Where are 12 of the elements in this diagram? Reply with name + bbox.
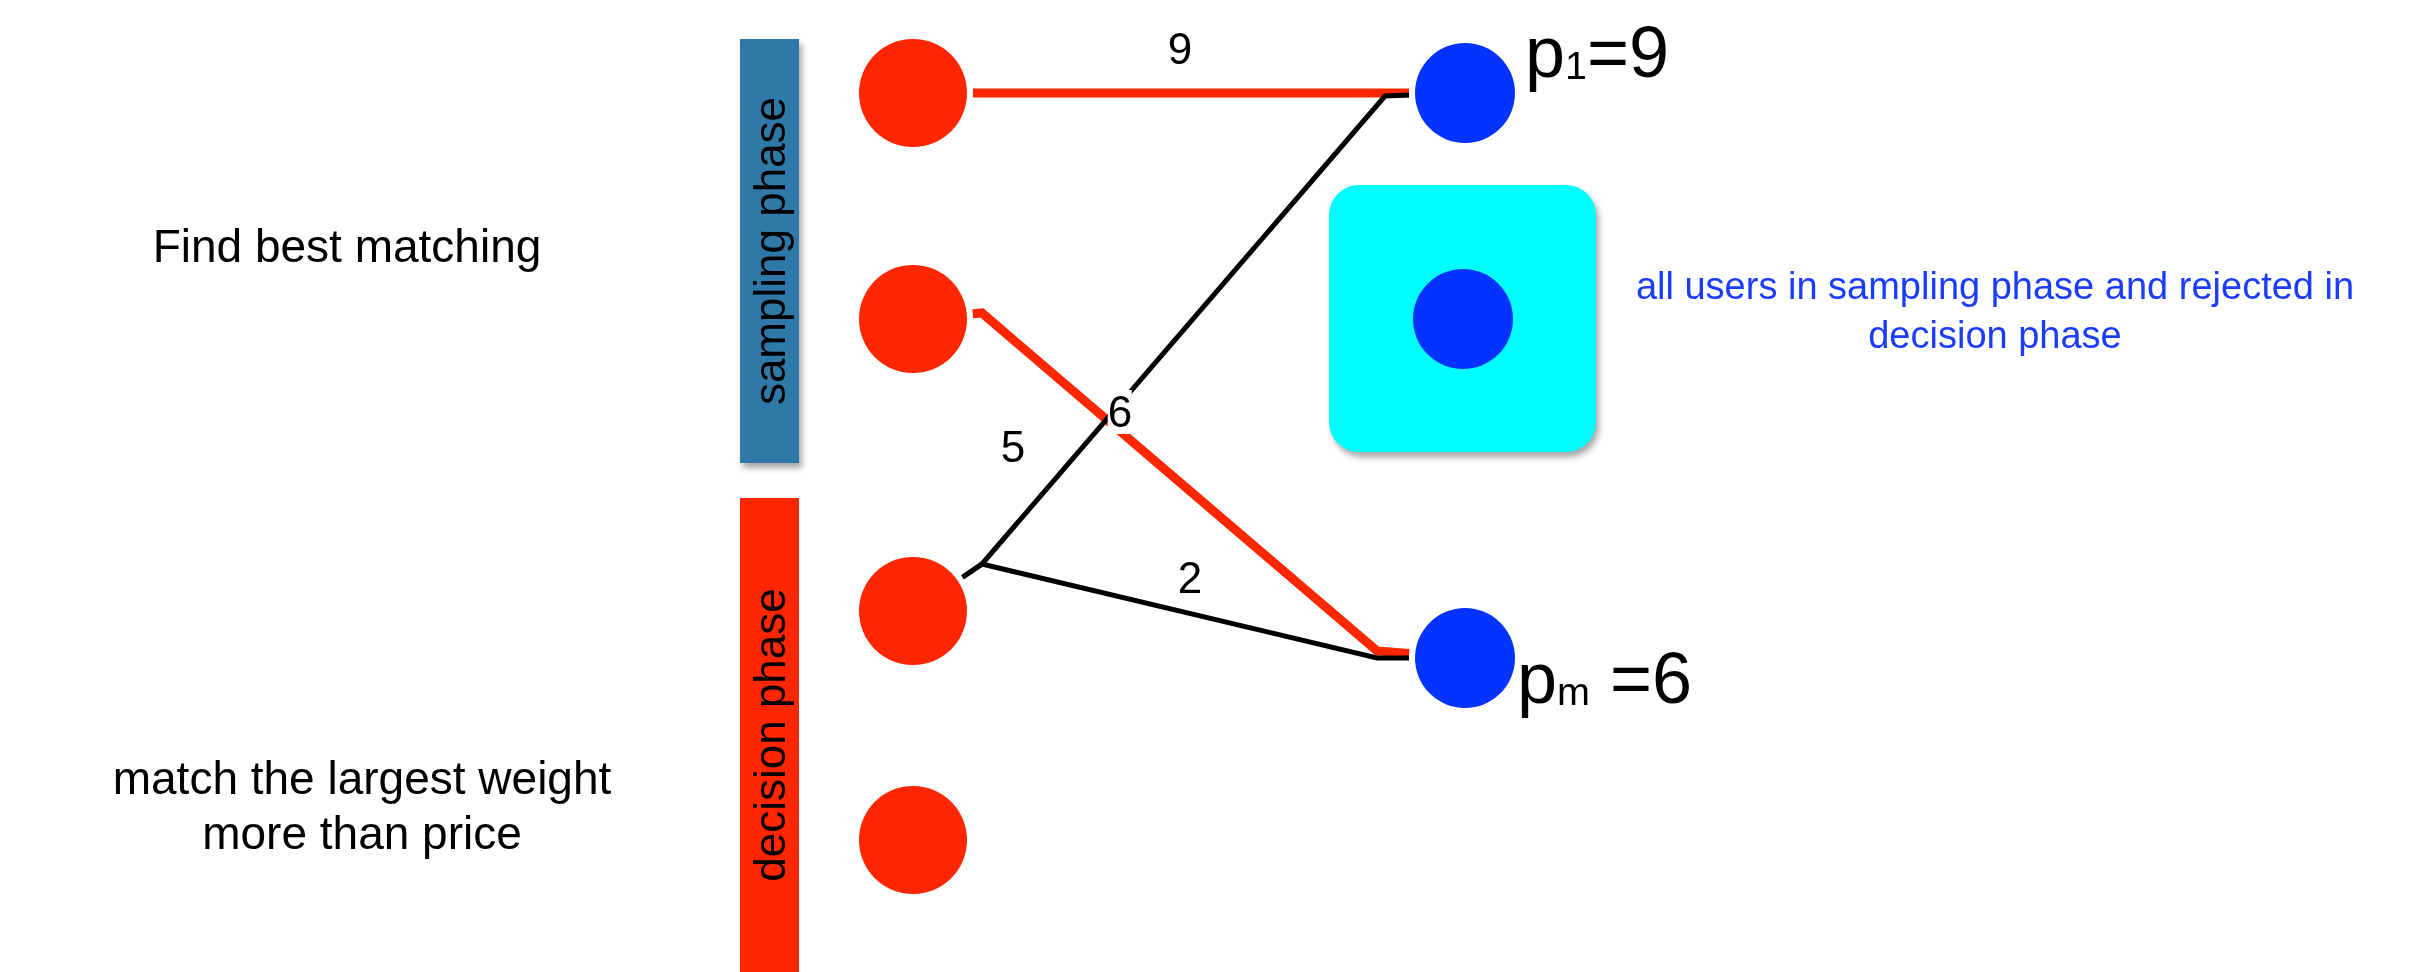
note-text: all users in sampling phase and rejected in decision phase — [1634, 263, 2356, 358]
phase-label: sampling phase — [744, 96, 795, 406]
note-text: Find best matching — [151, 219, 543, 275]
phase-label: decision phase — [744, 588, 795, 882]
connector-line — [972, 308, 1410, 659]
phase-band — [740, 498, 799, 972]
connector-line — [973, 88, 1409, 98]
connector-line — [961, 561, 1409, 661]
rounded-square — [1329, 185, 1596, 452]
note-text: match the largest weight more than price — [111, 750, 613, 861]
weight-label: 6 — [1107, 390, 1133, 434]
phase-band — [740, 39, 799, 463]
